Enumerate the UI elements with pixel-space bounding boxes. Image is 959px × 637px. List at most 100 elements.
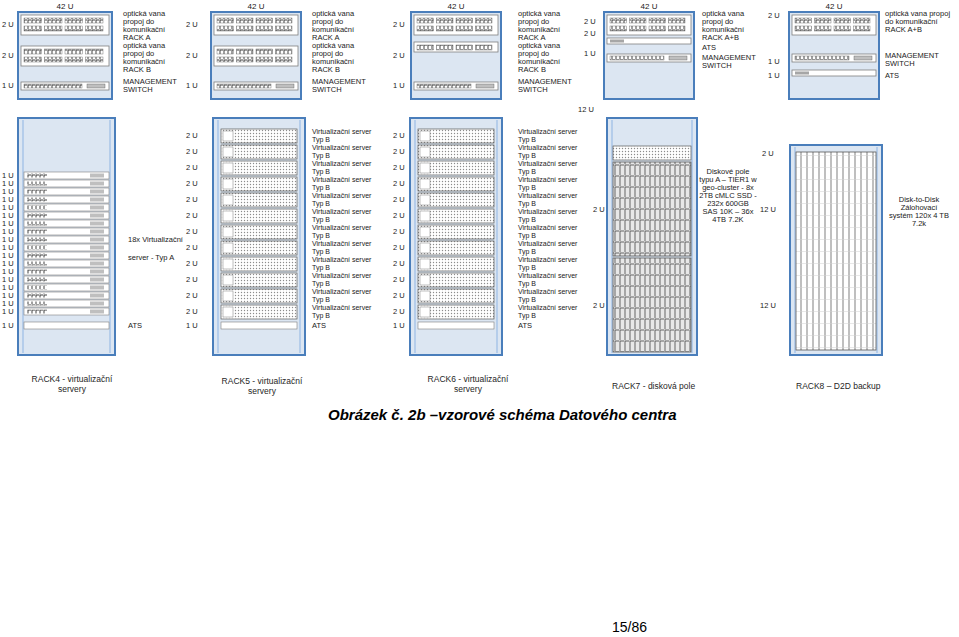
server-bays xyxy=(27,294,47,298)
unit-height: 2 U xyxy=(2,21,14,29)
device-label: MANAGEMENT SWITCH xyxy=(312,78,374,94)
unit-height: 1 U xyxy=(768,72,780,80)
port-group xyxy=(834,26,851,31)
port-group xyxy=(24,84,82,88)
port-group xyxy=(437,18,454,23)
rack-top: 42 U xyxy=(17,11,113,100)
device-label: Virtualizační server Typ B xyxy=(518,240,590,256)
unit-height: 2 U xyxy=(393,228,405,236)
port-group xyxy=(437,45,454,50)
rack-rail xyxy=(300,120,301,353)
rack-top-ground xyxy=(410,11,502,100)
server-bay xyxy=(223,291,233,301)
switch-uplink xyxy=(476,84,494,88)
ats-unit xyxy=(607,38,691,44)
page-number: 15/86 xyxy=(612,619,647,635)
port-group xyxy=(45,49,63,54)
port-group xyxy=(476,26,493,31)
device-label: Virtualizační server Typ B xyxy=(518,304,590,320)
port-group xyxy=(45,26,63,31)
port-group xyxy=(649,26,666,31)
server-bay xyxy=(420,227,430,237)
device-label: optická vana propoj do komunikační RACK … xyxy=(702,10,764,42)
unit-height: 2 U xyxy=(393,260,405,268)
server-1u xyxy=(24,292,109,299)
server-bays xyxy=(27,174,47,178)
server-2u xyxy=(418,273,494,287)
server-1u xyxy=(24,244,109,251)
port-group xyxy=(24,18,42,23)
server-panel xyxy=(90,254,104,258)
server-bay xyxy=(223,195,233,205)
port-group xyxy=(834,18,851,23)
server-panel xyxy=(90,302,104,306)
port-group xyxy=(795,26,812,31)
rack-frame xyxy=(607,118,697,355)
unit-height: 1 U xyxy=(2,82,14,90)
management-switch xyxy=(21,82,109,90)
device-label: Virtualizační server Typ B xyxy=(518,208,590,224)
unit-height: 2 U xyxy=(393,132,405,140)
device-label: Disk-to-Disk Zálohovací systém 120x 4 TB… xyxy=(889,196,949,228)
unit-height: 2 U xyxy=(186,148,198,156)
rack-frame xyxy=(213,118,305,355)
port-group xyxy=(456,18,473,23)
server-bay xyxy=(420,291,430,301)
server-bays xyxy=(27,198,47,202)
management-switch xyxy=(792,54,876,62)
port-group xyxy=(256,18,273,23)
rack-top-ground xyxy=(210,11,302,100)
server-bays xyxy=(27,310,47,314)
port-group xyxy=(217,57,234,62)
port-group xyxy=(256,49,273,54)
device-label: Virtualizační server Typ B xyxy=(518,256,590,272)
server-1u xyxy=(24,252,109,259)
port-group xyxy=(795,18,812,23)
device-label: Virtualizační server Typ B xyxy=(312,192,384,208)
backup-system xyxy=(796,152,876,350)
management-switch xyxy=(607,54,691,62)
port-group xyxy=(815,26,832,31)
port-group xyxy=(610,26,627,31)
device-label: Virtualizační server Typ B xyxy=(312,272,384,288)
server-2u xyxy=(221,225,297,239)
device-label: Virtualizační server Typ B xyxy=(312,160,384,176)
device-label: optická vana propoj do komunikační RACK … xyxy=(518,10,580,42)
port-group xyxy=(65,49,83,54)
unit-height: 1 U xyxy=(2,268,14,276)
server-panel xyxy=(90,278,104,282)
server-bays xyxy=(27,302,47,306)
switch-uplink xyxy=(276,84,294,88)
device-label: Virtualizační server Typ B xyxy=(518,160,590,176)
unit-height: 2 U xyxy=(186,52,198,60)
port-group xyxy=(456,26,473,31)
unit-height: 1 U xyxy=(2,244,14,252)
port-group xyxy=(86,57,104,62)
unit-height: 1 U xyxy=(186,82,198,90)
device-label: Virtualizační server Typ B xyxy=(518,192,590,208)
server-2u xyxy=(221,193,297,207)
server-1u xyxy=(24,180,109,187)
ats-unit xyxy=(221,322,297,329)
server-bay xyxy=(420,195,430,205)
fiber-patch-panel xyxy=(607,15,691,35)
device-label: MANAGEMENT SWITCH xyxy=(518,78,580,94)
device-label: Virtualizační server Typ B xyxy=(312,256,384,272)
unit-height: 1 U xyxy=(2,252,14,260)
rack-height: 42 U xyxy=(790,2,878,11)
server-bay xyxy=(223,179,233,189)
server-2u xyxy=(418,193,494,207)
unit-height: 1 U xyxy=(2,196,14,204)
port-group xyxy=(217,84,271,88)
server-1u xyxy=(24,204,109,211)
server-bay xyxy=(420,259,430,269)
unit-height: 1 U xyxy=(2,300,14,308)
fiber-patch-panel xyxy=(792,15,876,35)
port-group xyxy=(417,45,434,50)
port-group xyxy=(276,26,293,31)
device-label: Virtualizační server Typ B xyxy=(312,224,384,240)
ats-unit xyxy=(792,70,876,76)
server-bay xyxy=(223,243,233,253)
rack-rail xyxy=(877,147,878,353)
ats-plug xyxy=(795,72,809,75)
